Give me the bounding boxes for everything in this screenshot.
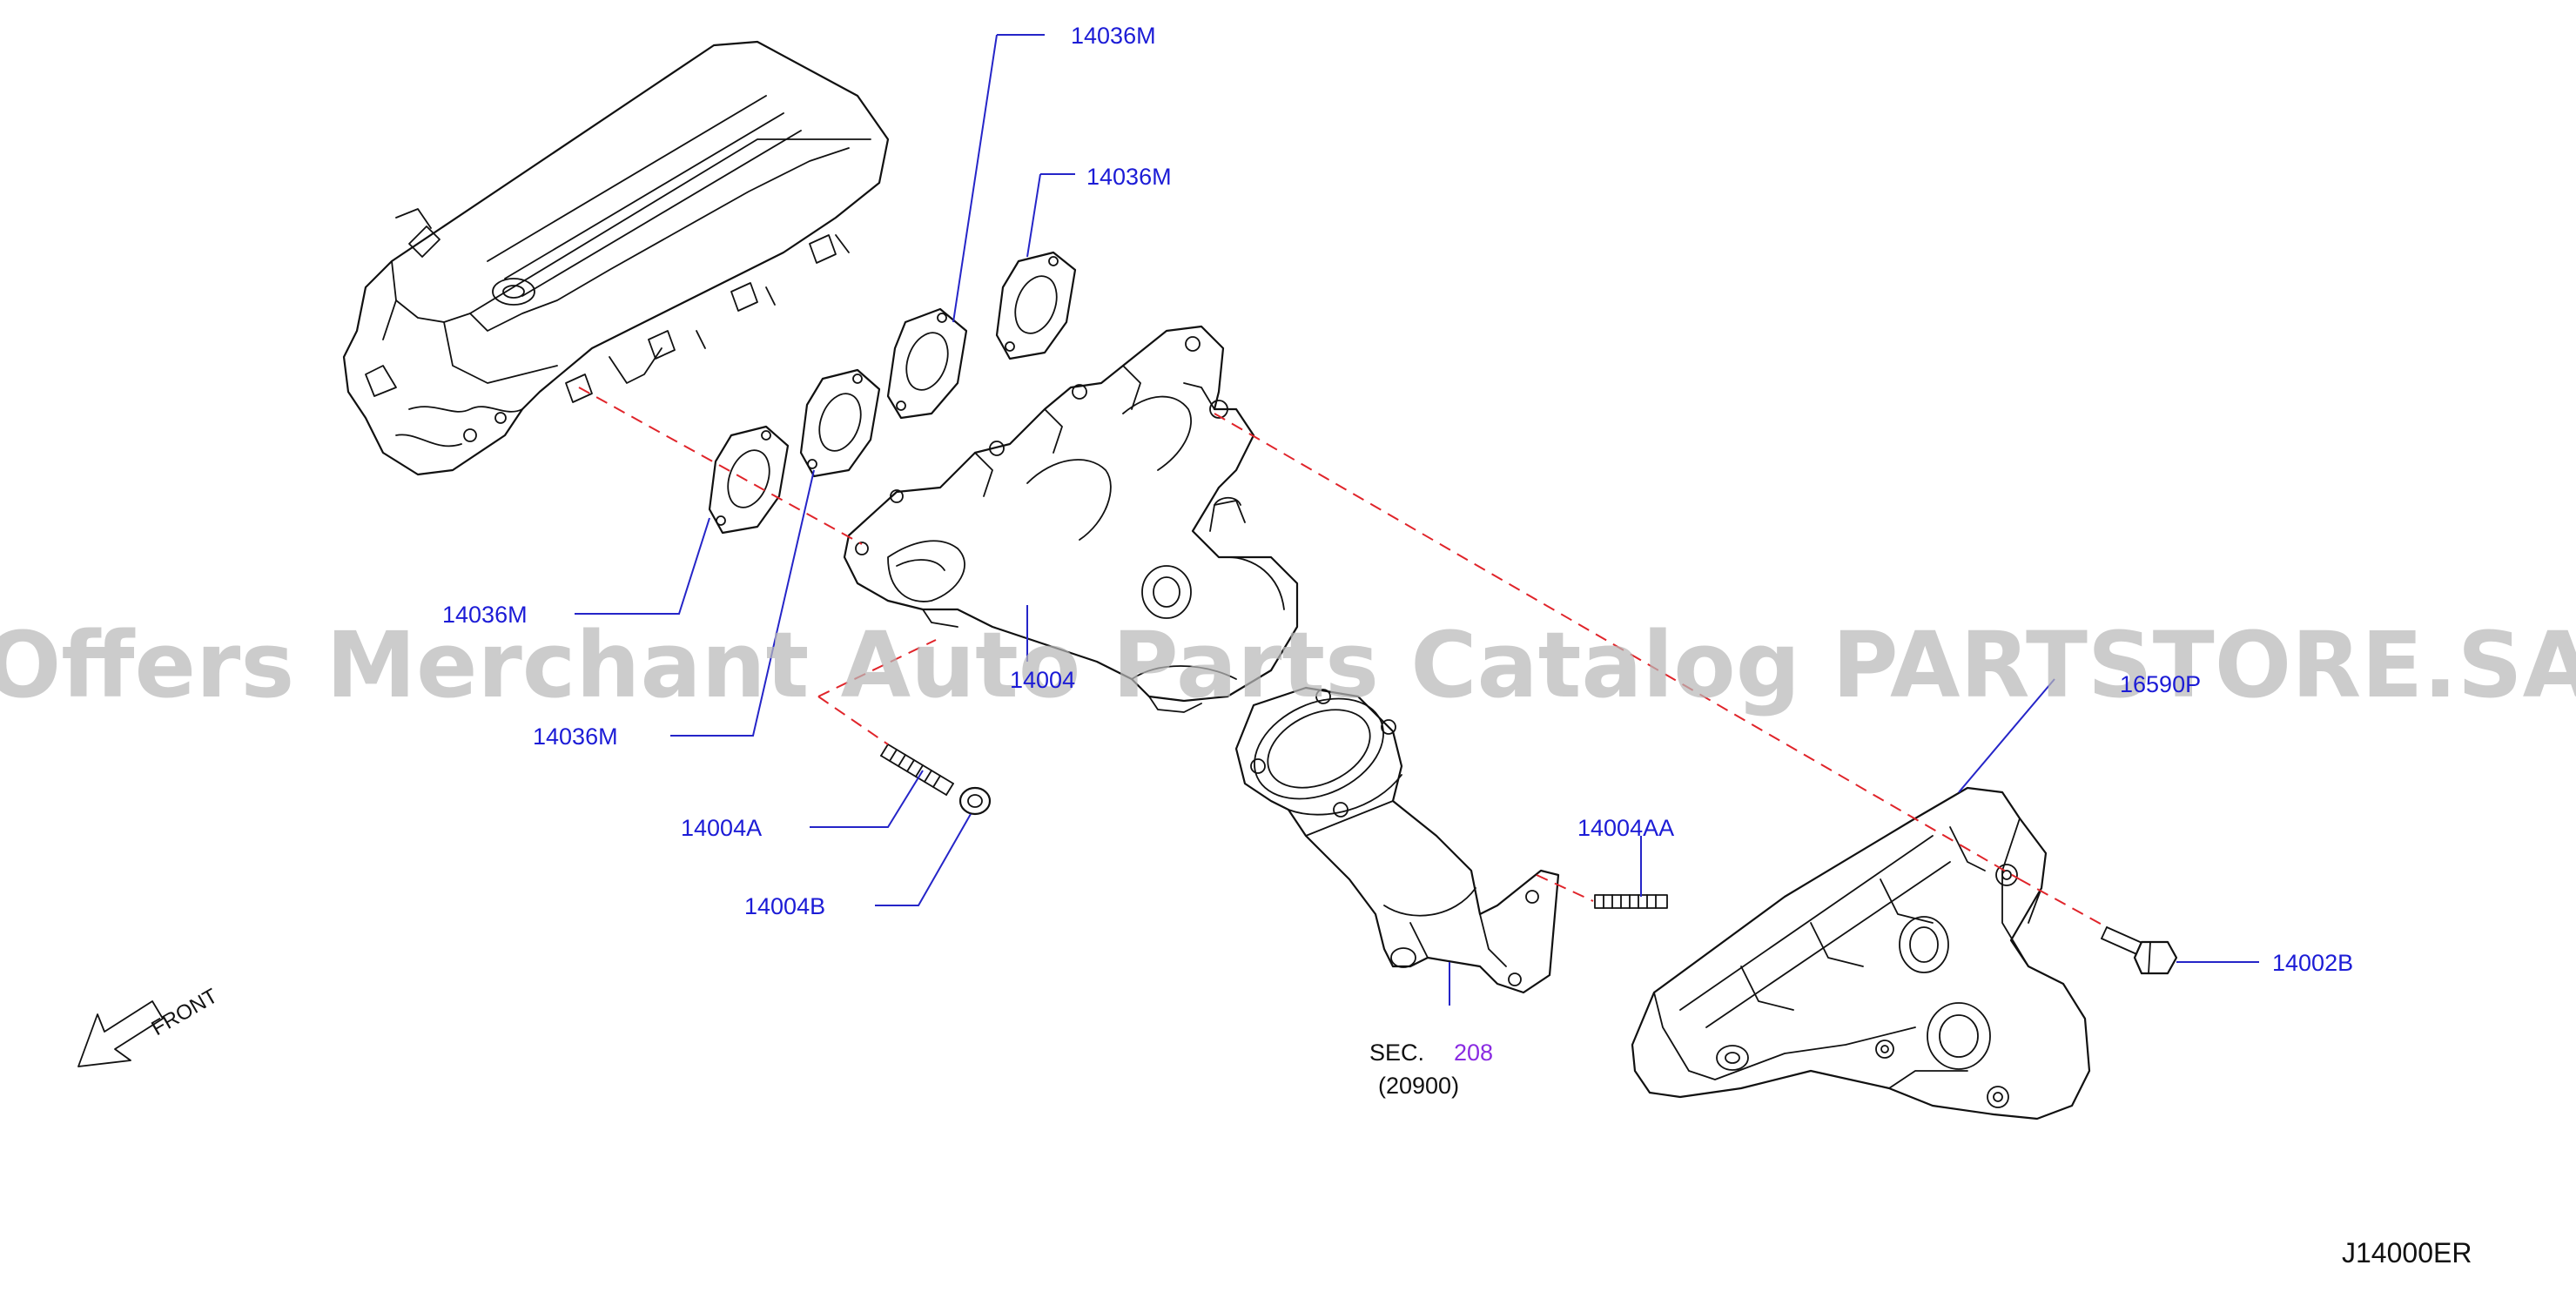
callout-stud-left[interactable]: 14004A <box>681 815 762 841</box>
callout-stud-right[interactable]: 14004AA <box>1577 815 1674 841</box>
gasket-left-1 <box>708 425 790 535</box>
callout-bolt-right[interactable]: 14002B <box>2272 950 2353 976</box>
drawing-code: J14000ER <box>2342 1237 2472 1268</box>
catalytic-converter <box>1234 686 1560 994</box>
heat-cover <box>1631 786 2091 1120</box>
watermark-text: Offers Merchant Auto Parts Catalog PARTS… <box>0 612 2576 718</box>
callout-gasket-left-1[interactable]: 14036M <box>442 602 528 628</box>
callout-gasket-left-2[interactable]: 14036M <box>533 723 618 750</box>
stud-right <box>1594 894 1668 909</box>
bolt-right <box>2101 926 2178 975</box>
gasket-top-2 <box>995 251 1077 360</box>
alignment-lines <box>578 387 2108 928</box>
section-ref-sub: (20900) <box>1378 1073 1459 1099</box>
callout-gasket-top-1[interactable]: 14036M <box>1071 23 1156 49</box>
section-ref-number[interactable]: 208 <box>1454 1040 1493 1066</box>
callout-nut-left[interactable]: 14004B <box>744 893 825 919</box>
gasket-top-1 <box>886 307 968 420</box>
callout-heat-cover[interactable]: 16590P <box>2120 671 2201 697</box>
front-arrow-icon <box>77 1000 164 1067</box>
cylinder-head <box>342 40 890 476</box>
nut-left <box>958 786 992 816</box>
callout-gasket-top-2[interactable]: 14036M <box>1086 164 1172 190</box>
stud-left <box>880 744 954 796</box>
exhaust-manifold <box>843 325 1299 713</box>
gasket-left-2 <box>799 368 881 478</box>
leader-lines <box>575 34 2259 1006</box>
callout-manifold[interactable]: 14004 <box>1010 667 1075 693</box>
section-ref-prefix: SEC. <box>1369 1040 1424 1066</box>
